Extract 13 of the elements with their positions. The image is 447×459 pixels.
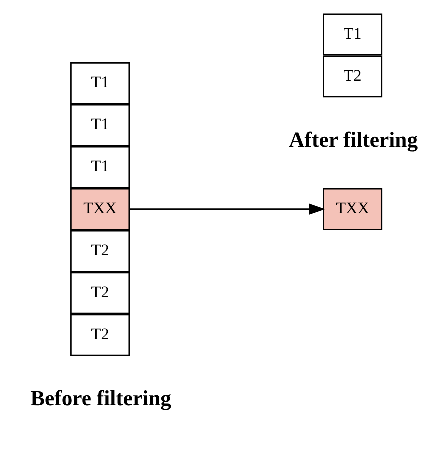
node-box: T1 (70, 146, 130, 188)
label: After filtering (289, 127, 418, 152)
arrow (130, 203, 326, 215)
node-box: T1 (323, 13, 383, 56)
node-box: T2 (323, 55, 383, 98)
label: Before filtering (30, 386, 172, 410)
node-box: T1 (70, 62, 130, 104)
node-box: T2 (70, 230, 130, 272)
node-box: T1 (70, 104, 130, 146)
node-box: TXX (323, 188, 383, 230)
node-box: TXX (70, 188, 130, 230)
node-box: T2 (70, 314, 130, 356)
node-box: T2 (70, 272, 130, 314)
